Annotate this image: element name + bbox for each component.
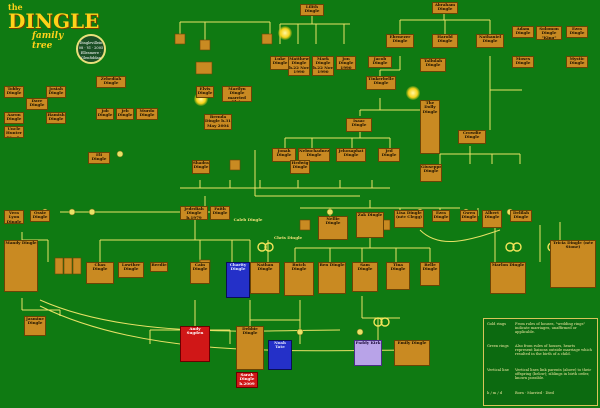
title-dingle: DINGLE [8, 9, 100, 33]
person-box[interactable]: Matthew Dingle b.22 Nov 1990 [288, 56, 310, 76]
person-label: Caleb Dingle [233, 217, 263, 222]
person-box[interactable]: Faith Dingle [210, 206, 230, 220]
person-box[interactable]: Eli Dingle [88, 152, 110, 164]
emblem-seal: Dinglevillein 08 · VI · 2005 Ellesmere ·… [76, 34, 106, 64]
person-box[interactable]: Tobby Dingle [4, 86, 24, 98]
legend-text: Vertical lines link parents (above) to t… [515, 368, 592, 380]
person-box[interactable]: Josiah Dingle [46, 86, 66, 98]
person-box[interactable]: Lisa Dingle (née Clegg) [394, 210, 424, 228]
person-box[interactable]: Crowdie Dingle [458, 130, 486, 144]
person-box[interactable]: Mandy Dingle [4, 240, 38, 292]
legend-text: Born · Married · Died [515, 391, 554, 395]
legend-panel: Gold rings From rules of houses, "wedding… [483, 318, 598, 406]
person-box[interactable]: Mystic Dingle [566, 56, 588, 68]
person-box[interactable]: Jacob Dingle [368, 56, 392, 68]
seal-line1: Dinglevillein [79, 41, 103, 45]
person-box[interactable]: Tallulah Dingle [420, 58, 446, 72]
person-box[interactable]: Delilah Dingle [510, 210, 532, 222]
person-box[interactable]: Emily Dingle [394, 340, 430, 366]
legend-row: Vertical line Vertical lines link parents… [487, 368, 597, 380]
person-box[interactable]: Gwen Dingle [460, 210, 478, 222]
person-box[interactable]: Albert Dingle [482, 210, 502, 228]
person-box[interactable]: Hedwig Dingle [290, 160, 310, 174]
person-box[interactable]: Jasmine Dingle [24, 316, 46, 336]
person-box[interactable]: Shadrach Dingle [192, 160, 210, 174]
person-box[interactable]: Adam Dingle [512, 26, 534, 38]
person-box[interactable]: Noah Tate [268, 340, 292, 370]
person-box[interactable]: Andy Sugden [180, 326, 210, 362]
person-box[interactable]: Nellie Dingle [318, 216, 348, 240]
person-box[interactable]: Charity Dingle [226, 262, 250, 298]
person-box[interactable]: Moses Dingle [512, 56, 534, 68]
legend-text: From rules of houses, "wedding rings" in… [515, 322, 586, 334]
spotlight-icon [406, 86, 420, 100]
person-box[interactable]: Butch Dingle [284, 262, 314, 296]
person-box[interactable]: Chas Dingle [86, 262, 114, 284]
person-box[interactable]: Ben Dingle [318, 262, 346, 294]
title-family-tree: family tree [32, 31, 64, 51]
spotlight-icon [278, 26, 292, 40]
person-box[interactable]: Dave Dingle [26, 98, 48, 110]
person-box[interactable]: Ossie Dingle [30, 210, 50, 222]
person-box[interactable]: Brenda Dingle b.31 May 2004 [204, 114, 232, 130]
person-box[interactable]: Mark Dingle b.22 Nov 1990 [312, 56, 334, 76]
legend-text: Also from rules of houses, hearts repres… [515, 344, 592, 356]
person-box[interactable]: Abraham Dingle [432, 2, 458, 14]
person-box[interactable]: Tinkerbelle Dingle [366, 76, 396, 90]
legend-symbol: Gold rings [487, 322, 506, 326]
title-the: the [8, 2, 23, 12]
person-box[interactable]: Tricia Dingle (née Stone) [550, 240, 596, 288]
person-box[interactable]: Sam Dingle [352, 262, 378, 292]
person-box[interactable]: Nathaniel Dingle [476, 34, 504, 48]
tree-title: the DINGLE family tree [8, 2, 100, 51]
person-box[interactable]: Nathan Dingle [250, 262, 280, 294]
person-box[interactable]: Solomon Dingle "King" [536, 26, 562, 40]
person-box[interactable]: Elvis Dingle [196, 86, 214, 98]
person-box[interactable]: Marlon Dingle [490, 262, 526, 294]
person-box[interactable]: Lilith Dingle [300, 4, 324, 16]
person-box[interactable]: Ezra Dingle [566, 26, 588, 38]
person-box[interactable]: Harold Dingle [432, 34, 458, 48]
person-box[interactable]: Jehosaphat Dingle [336, 148, 366, 162]
person-box[interactable]: Tina Dingle [386, 262, 410, 290]
person-box[interactable]: Jedediah Dingle b.1979 [180, 206, 208, 220]
seal-line2: 08 · VI · 2005 [78, 46, 104, 50]
person-box[interactable]: Isaac Dingle [346, 118, 372, 132]
person-box[interactable]: Jed Dingle [378, 148, 400, 162]
person-box[interactable]: Zak Dingle [356, 212, 384, 238]
person-box[interactable]: Cain Dingle [190, 262, 210, 284]
person-box[interactable]: Zebediah Dingle [96, 76, 126, 88]
legend-row: Gold rings From rules of houses, "wedding… [487, 322, 597, 334]
legend-symbol: Vertical line [487, 368, 509, 372]
person-box[interactable]: Ezra Dingle [432, 210, 450, 222]
person-box[interactable]: Nebuchadnezzar Dingle [298, 148, 330, 162]
person-box[interactable]: Luke Dingle [270, 56, 290, 70]
person-box[interactable]: Paddy Kirk [354, 340, 382, 366]
person-box[interactable]: Lowther Dingle [118, 262, 144, 278]
person-box[interactable]: Marilyn Dingle married Elvis [222, 86, 252, 102]
person-box[interactable]: Jeb Dingle [116, 108, 134, 120]
person-box[interactable]: Giuseppe Dingle [420, 164, 442, 182]
legend-symbol: Green rings [487, 344, 509, 348]
person-box[interactable]: Ebenezer Dingle [386, 34, 414, 48]
seal-line3: Ellesmere · Glenfiddan [80, 51, 102, 60]
person-box[interactable]: Debbie Dingle [236, 326, 264, 370]
person-box[interactable]: Jonah Dingle [272, 148, 296, 162]
legend-row: Green rings Also from rules of houses, he… [487, 344, 597, 356]
person-box[interactable]: Vera Lyon Dingle [4, 210, 24, 224]
person-box[interactable]: Beedie [150, 262, 168, 272]
person-box[interactable]: Murdo Dingle [136, 108, 158, 120]
person-box[interactable]: Aaron Dingle [4, 112, 24, 124]
person-label: Chris Dingle [273, 235, 303, 240]
legend-symbol: b / m / d [487, 391, 502, 395]
person-box[interactable]: The Dolly Dingle [420, 100, 440, 154]
person-box[interactable]: Uncle Hunter Dingle [4, 126, 24, 138]
person-box[interactable]: Hamish Dingle [46, 112, 66, 124]
person-box[interactable]: Job Dingle [96, 108, 114, 120]
legend-row: b / m / d Born · Married · Died [487, 391, 597, 395]
person-box[interactable]: Jon Dingle 1990 [336, 56, 356, 70]
person-box[interactable]: Sarah Dingle b.2009 [236, 372, 258, 388]
person-box[interactable]: Belle Dingle [420, 262, 440, 286]
